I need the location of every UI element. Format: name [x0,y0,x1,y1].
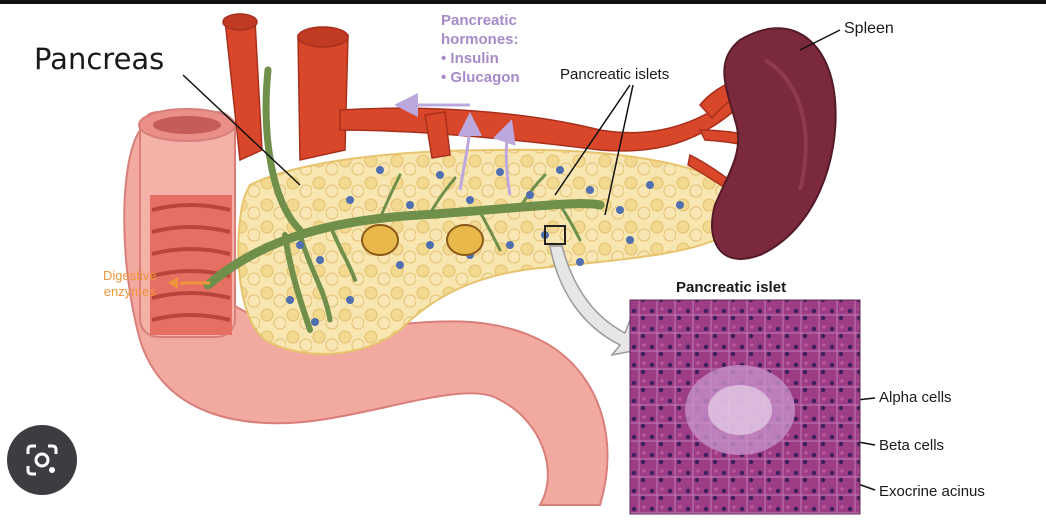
histology-panel [629,299,861,515]
pancreas-body [237,148,734,355]
hormones-label: Pancreatic hormones: • Insulin • Glucago… [441,11,520,87]
hormone-arrows [394,93,516,196]
pancreas-label: Pancreas [34,42,165,76]
digestive-line-2: enzymes [103,284,156,299]
hormones-title-line-1: Pancreatic [441,12,517,29]
islet-dots [286,166,684,326]
alpha-cells-label: Alpha cells [879,389,952,406]
hormone-insulin: • Insulin [441,50,499,67]
hormones-title-line-2: hormones: [441,31,519,48]
top-border [0,0,1046,4]
pancreatic-islets-label: Pancreatic islets [560,66,670,83]
spleen-label: Spleen [844,20,894,37]
lens-button[interactable] [7,425,77,495]
spleen-organ [711,27,837,260]
digestive-enzymes-label: Digestive enzymes [103,268,156,300]
exocrine-acinus-label: Exocrine acinus [879,483,985,500]
zoom-box [544,225,566,245]
islet-panel-title: Pancreatic islet [676,279,787,296]
hormone-glucagon: • Glucagon [441,69,520,86]
islet-bulbs [361,224,484,256]
beta-cells-label: Beta cells [879,437,945,454]
lens-icon [26,444,58,476]
digestive-line-1: Digestive [103,268,157,283]
